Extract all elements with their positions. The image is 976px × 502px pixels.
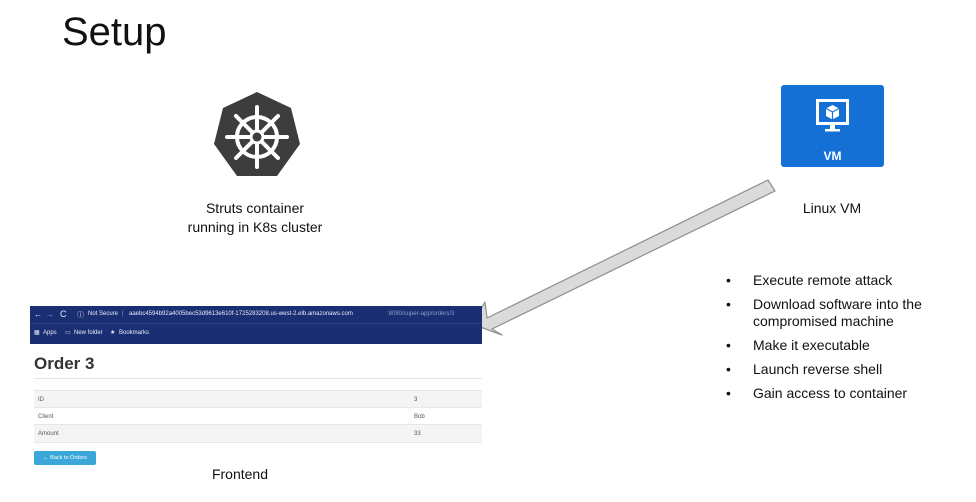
slide-title: Setup xyxy=(62,10,167,54)
browser-screenshot: ← → C ⓘ Not Secure | aaebc4594b92a4005be… xyxy=(30,306,482,466)
list-item: Gain access to container xyxy=(726,385,966,402)
forward-arrow-icon[interactable]: → xyxy=(46,310,54,319)
bookmark-bookmarks[interactable]: Bookmarks xyxy=(119,330,150,336)
url-path[interactable]: :8080/super-app/orders/3 xyxy=(387,311,455,317)
list-item: Launch reverse shell xyxy=(726,361,966,378)
url-host[interactable]: aaebc4594b92a4005bec53d9613e610f-1725283… xyxy=(129,311,353,317)
vm-monitor-icon xyxy=(816,99,849,132)
k8s-caption-line1: Struts container xyxy=(205,200,305,216)
row-value: 33 xyxy=(414,431,421,437)
row-label: Amount xyxy=(38,431,59,437)
bookmark-new-folder[interactable]: New folder xyxy=(74,330,103,336)
list-item: Download software into the compromised m… xyxy=(726,296,966,330)
k8s-caption: Struts container running in K8s cluster xyxy=(160,199,350,237)
bookmarks-bar: ▦ Apps ▭ New folder ★ Bookmarks xyxy=(30,323,482,344)
list-item: Execute remote attack xyxy=(726,272,966,289)
row-label: Client xyxy=(38,414,54,420)
vm-tile: VM xyxy=(781,85,884,167)
vm-label: VM xyxy=(823,149,842,163)
back-to-orders-button[interactable]: ← Back to Orders xyxy=(34,451,96,465)
back-arrow-icon[interactable]: ← xyxy=(34,310,42,319)
browser-address-bar: ← → C ⓘ Not Secure | aaebc4594b92a4005be… xyxy=(30,306,482,323)
vm-caption: Linux VM xyxy=(802,200,862,216)
url-separator: | xyxy=(122,311,124,317)
info-icon: ⓘ xyxy=(77,312,84,319)
attack-steps-list: Execute remote attack Download software … xyxy=(726,272,966,409)
folder-icon: ▭ xyxy=(65,330,71,336)
frontend-caption: Frontend xyxy=(211,466,269,482)
k8s-caption-line2: running in K8s cluster xyxy=(187,219,323,235)
reload-icon[interactable]: C xyxy=(60,309,67,319)
row-label: ID xyxy=(38,397,44,403)
kubernetes-helm-icon xyxy=(214,92,300,176)
heading-divider xyxy=(34,378,482,379)
security-label: Not Secure xyxy=(88,311,119,317)
table-row: Client Bob xyxy=(34,407,482,425)
table-row: Amount 33 xyxy=(34,424,482,443)
row-value: 3 xyxy=(414,397,418,403)
list-item: Make it executable xyxy=(726,337,966,354)
bookmark-apps[interactable]: Apps xyxy=(43,330,57,336)
star-icon: ★ xyxy=(110,330,116,336)
table-row: ID 3 xyxy=(34,390,482,408)
order-heading: Order 3 xyxy=(34,354,95,373)
apps-icon: ▦ xyxy=(34,330,40,336)
row-value: Bob xyxy=(414,414,425,420)
